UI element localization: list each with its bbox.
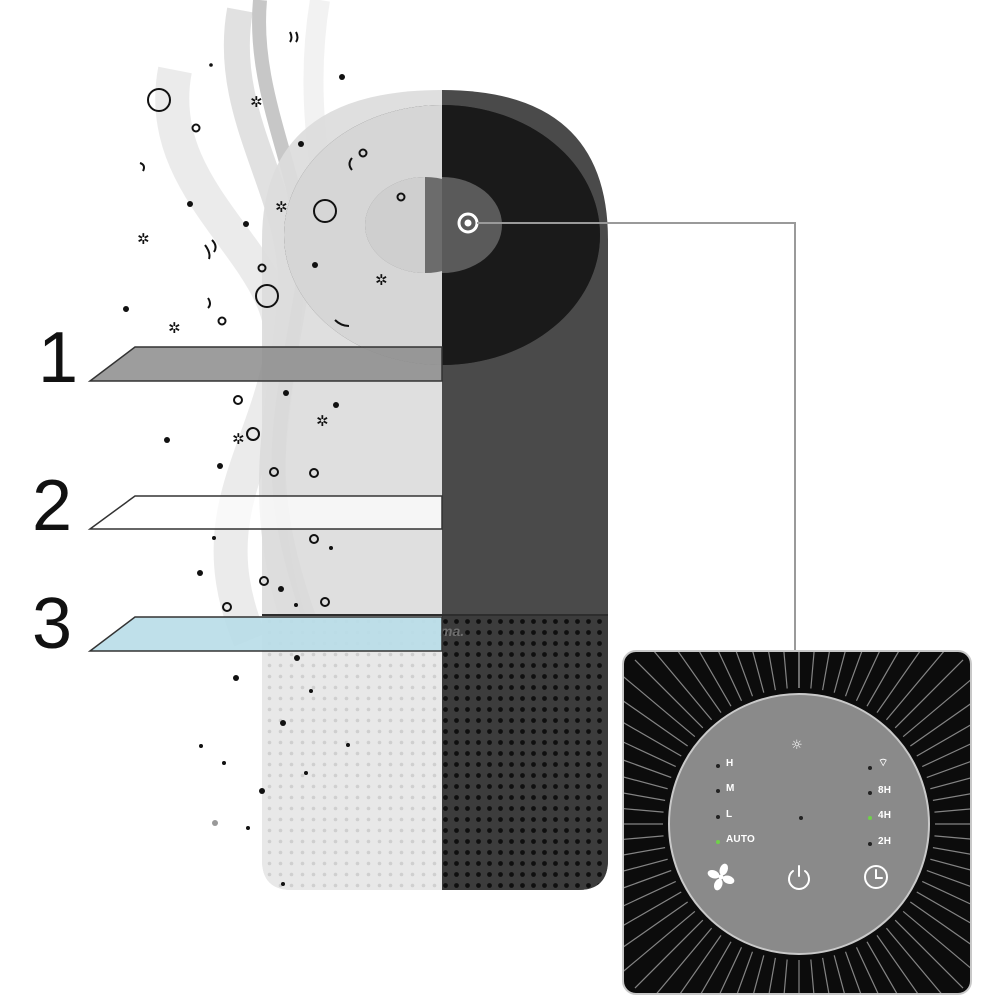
grille xyxy=(624,652,970,993)
led-auto xyxy=(716,840,720,844)
svg-text:✲: ✲ xyxy=(316,412,329,430)
svg-text:✲: ✲ xyxy=(375,271,388,289)
fan-level-l: L xyxy=(726,809,733,820)
filter-layer-1-label: 1 xyxy=(38,318,79,398)
power-icon xyxy=(788,865,810,890)
led-8h xyxy=(868,791,872,795)
led-m xyxy=(716,789,720,793)
filter-layer-2-label: 2 xyxy=(32,466,73,546)
fan-level-h: H xyxy=(726,758,734,769)
control-panel-closeup: ☼ H M L AUTO ⌔ 8H 4H 2H xyxy=(622,650,972,995)
svg-text:✲: ✲ xyxy=(232,430,245,448)
sun-icon[interactable]: ☼ xyxy=(791,738,803,753)
wifi-icon: ⌔ xyxy=(878,756,889,769)
clock-icon xyxy=(864,865,888,889)
led-l xyxy=(716,815,720,819)
svg-text:✲: ✲ xyxy=(168,319,181,337)
led-wifi xyxy=(868,766,872,770)
fan-icon xyxy=(707,863,735,891)
timer-button[interactable] xyxy=(861,862,891,892)
timer-4h: 4H xyxy=(878,810,892,821)
filter-layer-3-label: 3 xyxy=(32,584,73,664)
fan-button[interactable] xyxy=(706,862,736,892)
brand-logo: ma. xyxy=(440,623,464,639)
filter-layer-1 xyxy=(87,346,443,382)
filter-layer-2 xyxy=(87,495,443,530)
power-button[interactable] xyxy=(784,862,814,892)
svg-text:✲: ✲ xyxy=(275,198,288,216)
svg-text:✲: ✲ xyxy=(250,93,263,111)
filter-layer-3 xyxy=(87,616,443,652)
timer-2h: 2H xyxy=(878,836,892,847)
led-h xyxy=(716,764,720,768)
sensor-led xyxy=(799,816,803,820)
led-2h xyxy=(868,842,872,846)
led-4h xyxy=(868,816,872,820)
fan-level-auto: AUTO xyxy=(726,834,755,845)
timer-8h: 8H xyxy=(878,785,892,796)
fan-level-m: M xyxy=(726,783,735,794)
svg-text:✲: ✲ xyxy=(137,230,150,248)
